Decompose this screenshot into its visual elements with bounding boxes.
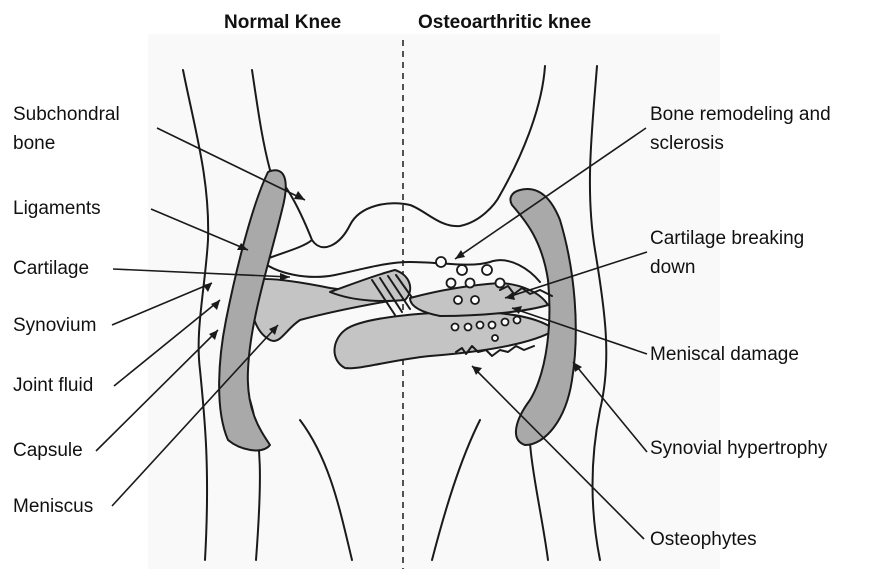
label-bone-remodeling: Bone remodeling and sclerosis [650,100,831,158]
label-capsule: Capsule [13,436,83,465]
label-osteophytes: Osteophytes [650,525,757,554]
label-ligaments: Ligaments [13,194,101,223]
label-cartilage-breaking: Cartilage breaking down [650,224,804,282]
label-bone-remodeling-line2: sclerosis [650,129,831,158]
label-joint-fluid: Joint fluid [13,371,93,400]
label-synovium: Synovium [13,311,96,340]
heading-normal-knee: Normal Knee [224,12,341,34]
label-cartilage-breaking-line2: down [650,253,804,282]
label-bone-remodeling-line1: Bone remodeling and [650,100,831,129]
label-subchondral-bone-line2: bone [13,129,120,158]
label-cartilage-breaking-line1: Cartilage breaking [650,224,804,253]
label-subchondral-bone: Subchondral bone [13,100,120,158]
label-meniscal-damage: Meniscal damage [650,340,799,369]
label-cartilage: Cartilage [13,254,89,283]
label-synovial-hypertrophy: Synovial hypertrophy [650,434,827,463]
label-subchondral-bone-line1: Subchondral [13,100,120,129]
label-meniscus: Meniscus [13,492,93,521]
heading-osteoarthritic-knee: Osteoarthritic knee [418,12,591,34]
